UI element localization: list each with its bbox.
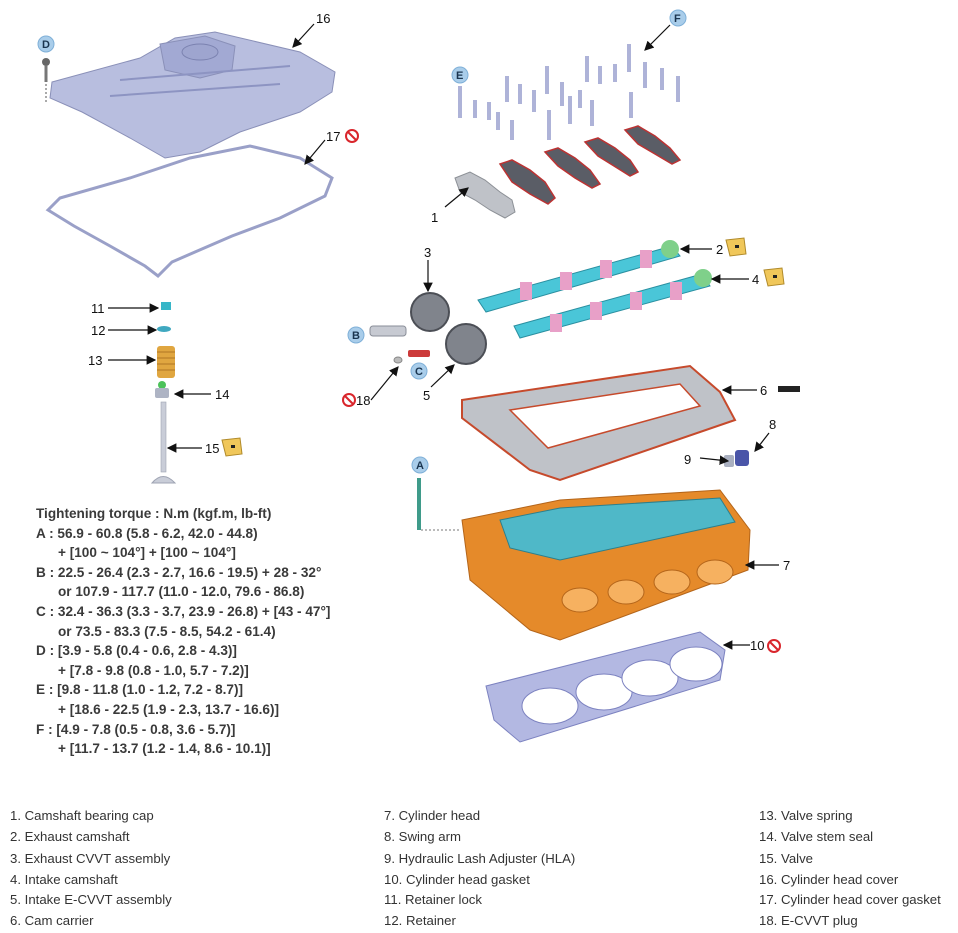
cam-carrier bbox=[461, 364, 737, 482]
camshaft-bearing-caps bbox=[454, 125, 682, 219]
tag-e: E bbox=[451, 66, 469, 84]
no-reuse-icon bbox=[342, 393, 356, 407]
callout-8: 8 bbox=[769, 417, 776, 432]
intake-ecvvt-assembly bbox=[445, 323, 487, 365]
legend-item: 17. Cylinder head cover gasket bbox=[759, 892, 941, 907]
torque-line: B : 22.5 - 26.4 (2.3 - 2.7, 16.6 - 19.5)… bbox=[36, 564, 322, 580]
torque-line: + [11.7 - 13.7 (1.2 - 1.4, 8.6 - 10.1)] bbox=[58, 741, 271, 757]
legend-item: 5. Intake E-CVVT assembly bbox=[10, 892, 172, 907]
intake-camshaft bbox=[513, 269, 712, 339]
valve-spring bbox=[157, 346, 175, 378]
torque-line: + [100 ~ 104°] + [100 ~ 104°] bbox=[58, 545, 236, 561]
callout-7: 7 bbox=[783, 558, 790, 573]
svg-text:B: B bbox=[352, 330, 360, 342]
legend-item: 10. Cylinder head gasket bbox=[384, 871, 530, 887]
callout-15: 15 bbox=[205, 441, 219, 456]
legend-item: 8. Swing arm bbox=[384, 828, 461, 844]
torque-line: D : [3.9 - 5.8 (0.4 - 0.6, 2.8 - 4.3)] bbox=[36, 643, 237, 659]
exhaust-cvvt-assembly bbox=[410, 292, 450, 332]
no-reuse-icon bbox=[767, 639, 781, 653]
bolt-a bbox=[417, 478, 460, 531]
tag-c: C bbox=[410, 362, 428, 380]
sealant-tube bbox=[778, 386, 800, 392]
legend-column-1: 1. Camshaft bearing cap 2. Exhaust camsh… bbox=[10, 806, 172, 931]
swing-arm bbox=[735, 450, 749, 466]
legend-item: 11. Retainer lock bbox=[384, 892, 482, 907]
legend-item: 1. Camshaft bearing cap bbox=[10, 808, 154, 823]
bolts-e bbox=[458, 86, 572, 140]
torque-line: A : 56.9 - 60.8 (5.8 - 6.2, 42.0 - 44.8) bbox=[36, 525, 258, 541]
tag-d: D bbox=[37, 35, 55, 53]
callout-4: 4 bbox=[752, 272, 759, 287]
svg-text:E: E bbox=[456, 70, 463, 82]
callout-10: 10 bbox=[750, 638, 764, 653]
callout-16: 16 bbox=[316, 11, 330, 26]
cylinder-head-cover bbox=[49, 31, 336, 159]
callout-12: 12 bbox=[91, 323, 105, 338]
tag-f: F bbox=[669, 9, 687, 27]
legend-item: 9. Hydraulic Lash Adjuster (HLA) bbox=[384, 851, 576, 866]
valve-stem-seal bbox=[155, 381, 169, 398]
exhaust-camshaft bbox=[477, 240, 681, 313]
cylinder-head bbox=[461, 489, 751, 641]
callout-2: 2 bbox=[716, 242, 723, 257]
svg-text:F: F bbox=[674, 13, 681, 25]
no-reuse-icon bbox=[345, 129, 359, 143]
torque-line: F : [4.9 - 7.8 (0.5 - 0.8, 3.6 - 5.7)] bbox=[36, 721, 236, 737]
cylinder-head-cover-gasket bbox=[45, 144, 334, 278]
svg-text:D: D bbox=[42, 39, 50, 51]
ecvvt-plug bbox=[393, 356, 403, 364]
legend-item: 16. Cylinder head cover bbox=[759, 871, 899, 887]
legend-column-3: 13. Valve spring 14. Valve stem seal 15.… bbox=[759, 806, 941, 931]
leader-lines bbox=[108, 23, 779, 650]
legend-item: 2. Exhaust camshaft bbox=[10, 828, 130, 844]
legend-item: 12. Retainer bbox=[384, 912, 456, 928]
bolts-f bbox=[505, 44, 680, 126]
valve bbox=[150, 401, 177, 484]
tag-a: A bbox=[411, 456, 429, 474]
legend-column-2: 7. Cylinder head 8. Swing arm 9. Hydraul… bbox=[384, 806, 575, 931]
callout-14: 14 bbox=[215, 387, 229, 402]
torque-line: or 107.9 - 117.7 (11.0 - 12.0, 79.6 - 86… bbox=[58, 584, 305, 600]
callout-1: 1 bbox=[431, 210, 438, 225]
callout-9: 9 bbox=[684, 452, 691, 467]
torque-line: or 73.5 - 83.3 (7.5 - 8.5, 54.2 - 61.4) bbox=[58, 623, 276, 639]
tightening-torque-block: Tightening torque : N.m (kgf.m, lb-ft) A… bbox=[36, 504, 396, 759]
callout-6: 6 bbox=[760, 383, 767, 398]
legend-item: 18. E-CVVT plug bbox=[759, 912, 858, 928]
legend-item: 4. Intake camshaft bbox=[10, 871, 118, 887]
retainer bbox=[157, 326, 171, 332]
svg-text:A: A bbox=[416, 460, 424, 472]
legend-item: 3. Exhaust CVVT assembly bbox=[10, 851, 171, 866]
torque-line: C : 32.4 - 36.3 (3.3 - 3.7, 23.9 - 26.8)… bbox=[36, 603, 331, 619]
bolt-d bbox=[42, 58, 50, 104]
svg-text:C: C bbox=[415, 366, 423, 378]
legend-item: 7. Cylinder head bbox=[384, 808, 481, 823]
callout-11: 11 bbox=[91, 301, 105, 316]
callout-3: 3 bbox=[424, 245, 431, 260]
tag-b: B bbox=[347, 326, 365, 344]
torque-line: + [18.6 - 22.5 (1.9 - 2.3, 13.7 - 16.6)] bbox=[58, 701, 280, 717]
legend-item: 13. Valve spring bbox=[759, 808, 853, 823]
callout-17: 17 bbox=[326, 129, 340, 144]
callout-5: 5 bbox=[423, 388, 430, 403]
torque-line: E : [9.8 - 11.8 (1.0 - 1.2, 7.2 - 8.7)] bbox=[36, 682, 244, 698]
oil-apply-icon bbox=[725, 237, 747, 257]
cylinder-head-gasket bbox=[485, 631, 726, 743]
torque-line: + [7.8 - 9.8 (0.8 - 1.0, 5.7 - 7.2)] bbox=[58, 662, 249, 678]
bolt-c bbox=[408, 350, 430, 357]
torque-title: Tightening torque : N.m (kgf.m, lb-ft) bbox=[36, 506, 272, 521]
callout-18: 18 bbox=[356, 393, 370, 408]
oil-apply-icon bbox=[763, 267, 785, 287]
bolt-b bbox=[369, 325, 407, 337]
callout-13: 13 bbox=[88, 353, 102, 368]
legend-item: 6. Cam carrier bbox=[10, 912, 94, 928]
legend-item: 14. Valve stem seal bbox=[759, 828, 874, 844]
oil-apply-icon bbox=[221, 437, 243, 457]
retainer-lock bbox=[161, 302, 171, 310]
legend-item: 15. Valve bbox=[759, 851, 814, 866]
